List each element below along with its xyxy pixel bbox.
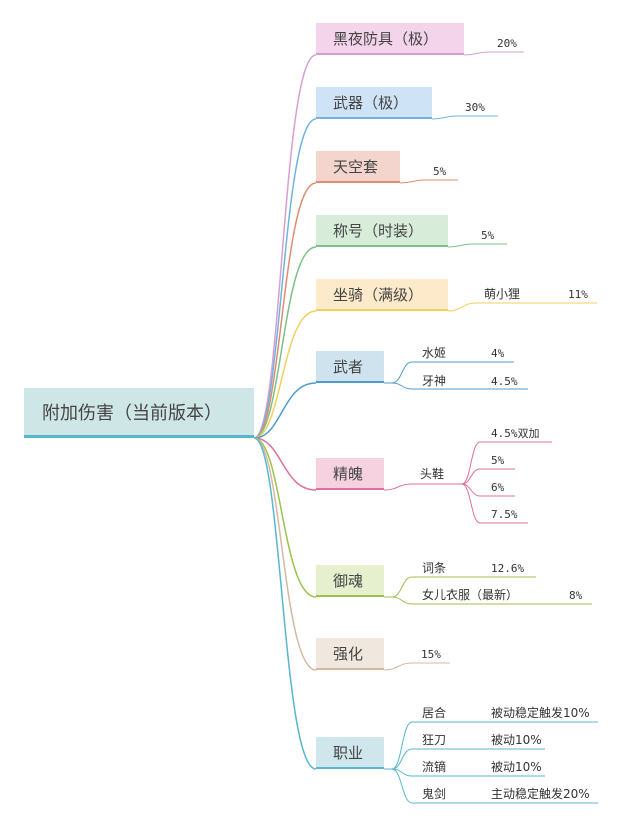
class-row-value: 主动稳定触发20% (491, 787, 590, 801)
sky-set-value: 5% (433, 165, 447, 178)
leaf-connector (391, 576, 536, 598)
branch-title: 称号（时装） (316, 215, 448, 247)
warrior-row-value: 4% (491, 347, 505, 360)
leaf-connector (399, 179, 458, 184)
branch-connector (253, 118, 317, 439)
root-node: 附加伤害（当前版本） (24, 388, 254, 438)
leaf-connector (447, 302, 597, 312)
soul-row-value: 8% (569, 589, 583, 602)
branch-enhance: 强化 (316, 638, 384, 670)
class-row-name: 鬼剑 (422, 787, 447, 801)
branch-connector (253, 182, 317, 439)
leaf-connector (463, 51, 524, 56)
armor-value: 20% (497, 37, 517, 50)
spirit-value: 6% (491, 481, 505, 494)
branch-class: 职业 (316, 737, 384, 769)
warrior-row-name: 牙神 (422, 374, 447, 388)
branch-connector (253, 437, 317, 598)
leaf-connector (391, 361, 514, 384)
class-row-value: 被动稳定触发10% (491, 706, 590, 720)
soul-row-name: 女儿衣服（最新） (422, 588, 519, 602)
soul-row-value: 12.6% (491, 562, 525, 575)
leaf-connector (391, 721, 598, 770)
leaf-connector (461, 483, 528, 524)
spirit-value: 5% (491, 454, 505, 467)
class-row-name: 狂刀 (422, 733, 447, 747)
branch-connector (253, 437, 317, 491)
spirit-value: 4.5%双加 (491, 427, 540, 440)
leaf-connector (383, 662, 450, 671)
branch-soul: 御魂 (316, 565, 384, 597)
leaf-connector (431, 115, 498, 120)
class-row-name: 流镝 (422, 760, 447, 774)
leaf-connector (447, 243, 507, 248)
mount-name: 萌小狸 (484, 287, 521, 301)
branch-black-night-armor: 黑夜防具（极） (316, 23, 464, 55)
branch-connector (253, 310, 317, 439)
spirit-sub-node: 头鞋 (420, 467, 445, 481)
spirit-value: 7.5% (491, 508, 518, 521)
leaf-connector (391, 768, 598, 804)
soul-row-name: 词条 (422, 561, 447, 575)
warrior-row-name: 水姬 (422, 346, 447, 360)
leaf-connector (383, 483, 462, 491)
warrior-row-value: 4.5% (491, 375, 518, 388)
branch-connector (253, 54, 317, 439)
branch-connector (253, 437, 317, 671)
leaf-connector (391, 382, 528, 390)
branch-mount: 坐骑（满级） (316, 279, 448, 311)
branch-weapon: 武器（极） (316, 87, 432, 119)
title-value: 5% (481, 229, 495, 242)
class-row-name: 居合 (422, 706, 447, 720)
branch-connector (253, 246, 317, 439)
class-row-value: 被动10% (491, 760, 542, 774)
branch-connector (253, 382, 317, 439)
leaf-connector (461, 468, 515, 485)
leaf-connector (461, 441, 552, 485)
branch-sky-set: 天空套 (316, 151, 400, 183)
enhance-value: 15% (421, 648, 441, 661)
class-row-value: 被动10% (491, 733, 542, 747)
branch-connector (253, 437, 317, 770)
branch-warrior: 武者 (316, 351, 384, 383)
leaf-connector (391, 768, 545, 777)
leaf-connector (461, 483, 515, 497)
leaf-connector (391, 748, 545, 770)
weapon-value: 30% (465, 101, 485, 114)
branch-spirit: 精魄 (316, 458, 384, 490)
leaf-connector (391, 596, 592, 605)
mount-value: 11% (568, 288, 588, 301)
